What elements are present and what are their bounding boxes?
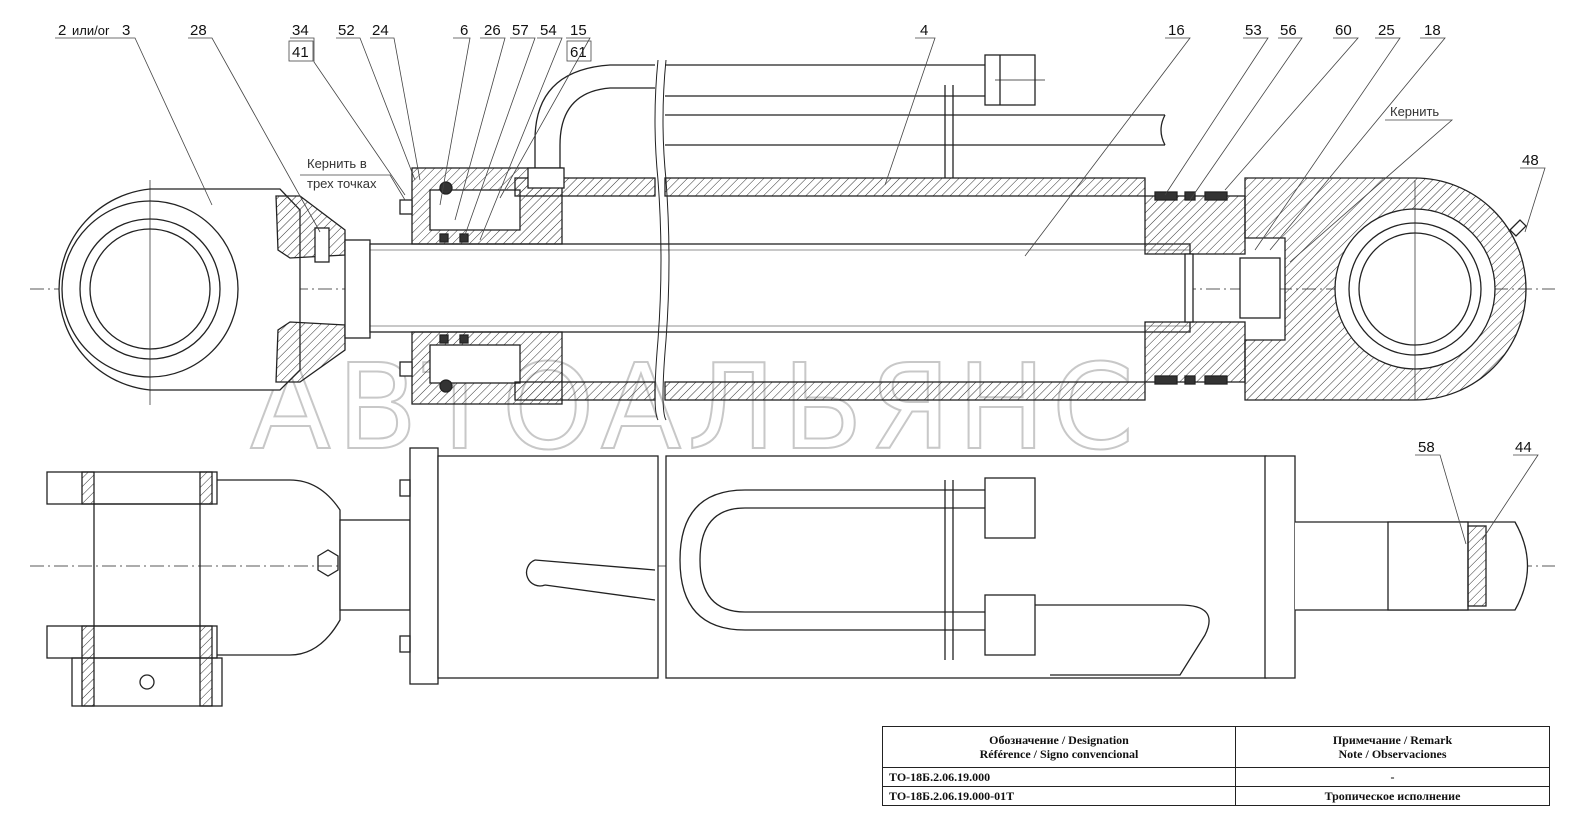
row-remark: - (1235, 767, 1550, 787)
note-punch: Кернить (1390, 104, 1439, 119)
header-remark: Примечание / Remark Note / Observaciones (1235, 726, 1550, 768)
callout-25: 25 (1378, 22, 1395, 39)
callout-24: 24 (372, 22, 389, 39)
callout-4: 4 (920, 22, 928, 39)
callout-15: 15 (570, 22, 587, 39)
piston (1144, 191, 1281, 385)
callout-28: 28 (190, 22, 207, 39)
header-remark-line2: Note / Observaciones (1338, 747, 1447, 761)
plan-view (30, 447, 1555, 707)
callout-26: 26 (484, 22, 501, 39)
callout-54: 54 (540, 22, 557, 39)
callout-60: 60 (1335, 22, 1352, 39)
cylinder-tube (514, 59, 1146, 421)
callout-44: 44 (1515, 439, 1532, 456)
header-remark-line1: Примечание / Remark (1332, 733, 1453, 747)
callout-18: 18 (1424, 22, 1441, 39)
header-designation-line2: Référence / Signo convencional (979, 747, 1139, 761)
watermark-text: АВТОАЛЬЯНС (250, 338, 1140, 476)
hydraulic-cylinder-drawing: АВТОАЛЬЯНС (30, 22, 1555, 707)
leader-lines (55, 37, 1546, 545)
designation-table: Обозначение / Designation Référence / Si… (882, 726, 1550, 806)
note-punch-three-2: трех точках (307, 176, 377, 191)
table-row: ТО-18Б.2.06.19.000-01Т Тропическое испол… (882, 786, 1550, 806)
callout-3: 3 (122, 22, 130, 39)
row-designation: ТО-18Б.2.06.19.000-01Т (882, 786, 1236, 806)
rod-eye-left (58, 180, 371, 405)
callout-48: 48 (1522, 152, 1539, 169)
callout-57: 57 (512, 22, 529, 39)
header-designation: Обозначение / Designation Référence / Si… (882, 726, 1236, 768)
table-row: ТО-18Б.2.06.19.000 - (882, 767, 1550, 787)
callout-61: 61 (570, 44, 587, 61)
callout-41: 41 (292, 44, 309, 61)
tube-end-eye (1244, 177, 1527, 401)
section-view (30, 54, 1555, 421)
rod-fork (46, 471, 411, 707)
callout-16: 16 (1168, 22, 1185, 39)
table-header-row: Обозначение / Designation Référence / Si… (882, 726, 1550, 768)
callout-58: 58 (1418, 439, 1435, 456)
note-punch-three-1: Кернить в (307, 156, 367, 171)
callout-56: 56 (1280, 22, 1297, 39)
callout-34: 34 (292, 22, 309, 39)
row-remark: Тропическое исполнение (1235, 786, 1550, 806)
piston-rod (369, 243, 1191, 333)
callout-2-or: или/or (72, 23, 110, 38)
callout-52: 52 (338, 22, 355, 39)
callout-53: 53 (1245, 22, 1262, 39)
callout-6: 6 (460, 22, 468, 39)
gland-flange (409, 447, 439, 685)
external-pipe (527, 54, 1166, 189)
header-designation-line1: Обозначение / Designation (989, 733, 1129, 747)
row-designation: ТО-18Б.2.06.19.000 (882, 767, 1236, 787)
callout-2: 2 (58, 22, 66, 39)
